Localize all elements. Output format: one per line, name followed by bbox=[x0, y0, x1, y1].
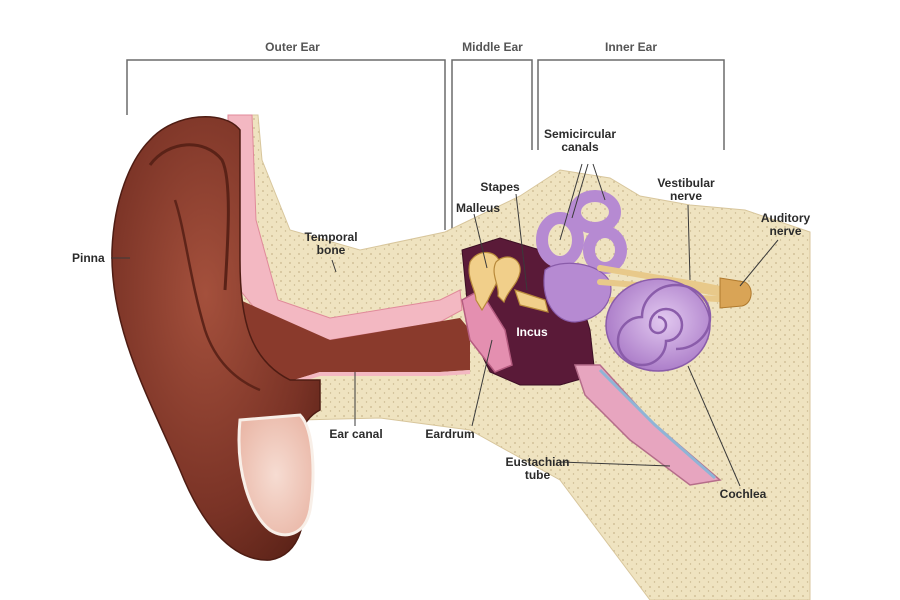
pinna-helix-fold bbox=[148, 143, 230, 291]
eustachian-tube-lining bbox=[598, 368, 716, 480]
inner-ear-bracket bbox=[537, 59, 725, 150]
auditory-nerve-end bbox=[719, 277, 752, 309]
stapes-label: Stapes bbox=[480, 180, 520, 194]
ear-canal-label: Ear canal bbox=[329, 427, 383, 441]
vestibule bbox=[543, 262, 612, 323]
earlobe bbox=[237, 413, 315, 537]
eustachian-tube-shape bbox=[573, 364, 722, 486]
middle-ear-bracket bbox=[451, 59, 533, 230]
middle-ear-heading: Middle Ear bbox=[462, 40, 523, 54]
incus-bone bbox=[493, 256, 521, 304]
cochlea-shape bbox=[605, 278, 712, 372]
incus-label: Incus bbox=[516, 325, 548, 339]
malleus-bone bbox=[468, 251, 501, 312]
section-brackets bbox=[126, 59, 725, 230]
pinna-inner-fold bbox=[173, 199, 261, 392]
malleus-label: Malleus bbox=[455, 201, 500, 215]
eardrum-label: Eardrum bbox=[425, 427, 475, 441]
leader-lines bbox=[111, 163, 779, 487]
pinna-label: Pinna bbox=[72, 251, 105, 265]
inner-ear-heading: Inner Ear bbox=[604, 40, 658, 54]
outer-ear-heading: Outer Ear bbox=[265, 40, 320, 54]
stapes-bone bbox=[514, 289, 549, 313]
ear-canal-tube bbox=[240, 300, 470, 400]
outer-ear-bracket bbox=[126, 59, 446, 230]
canal-cartilage bbox=[227, 114, 463, 341]
cochlea-label: Cochlea bbox=[719, 487, 767, 501]
